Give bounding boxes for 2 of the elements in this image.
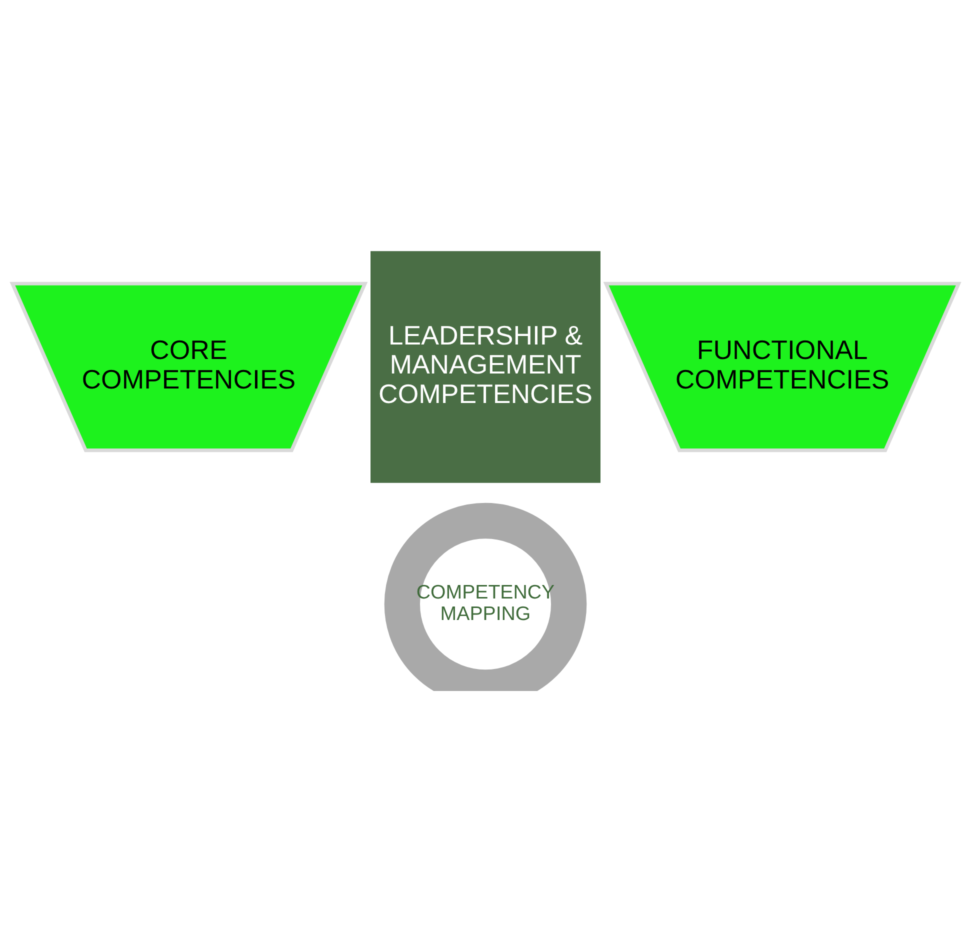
- node-circle: COMPETENCY MAPPING: [384, 502, 587, 690]
- node-box: LEADERSHIP & MANAGEMENT COMPETENCIES: [370, 250, 600, 482]
